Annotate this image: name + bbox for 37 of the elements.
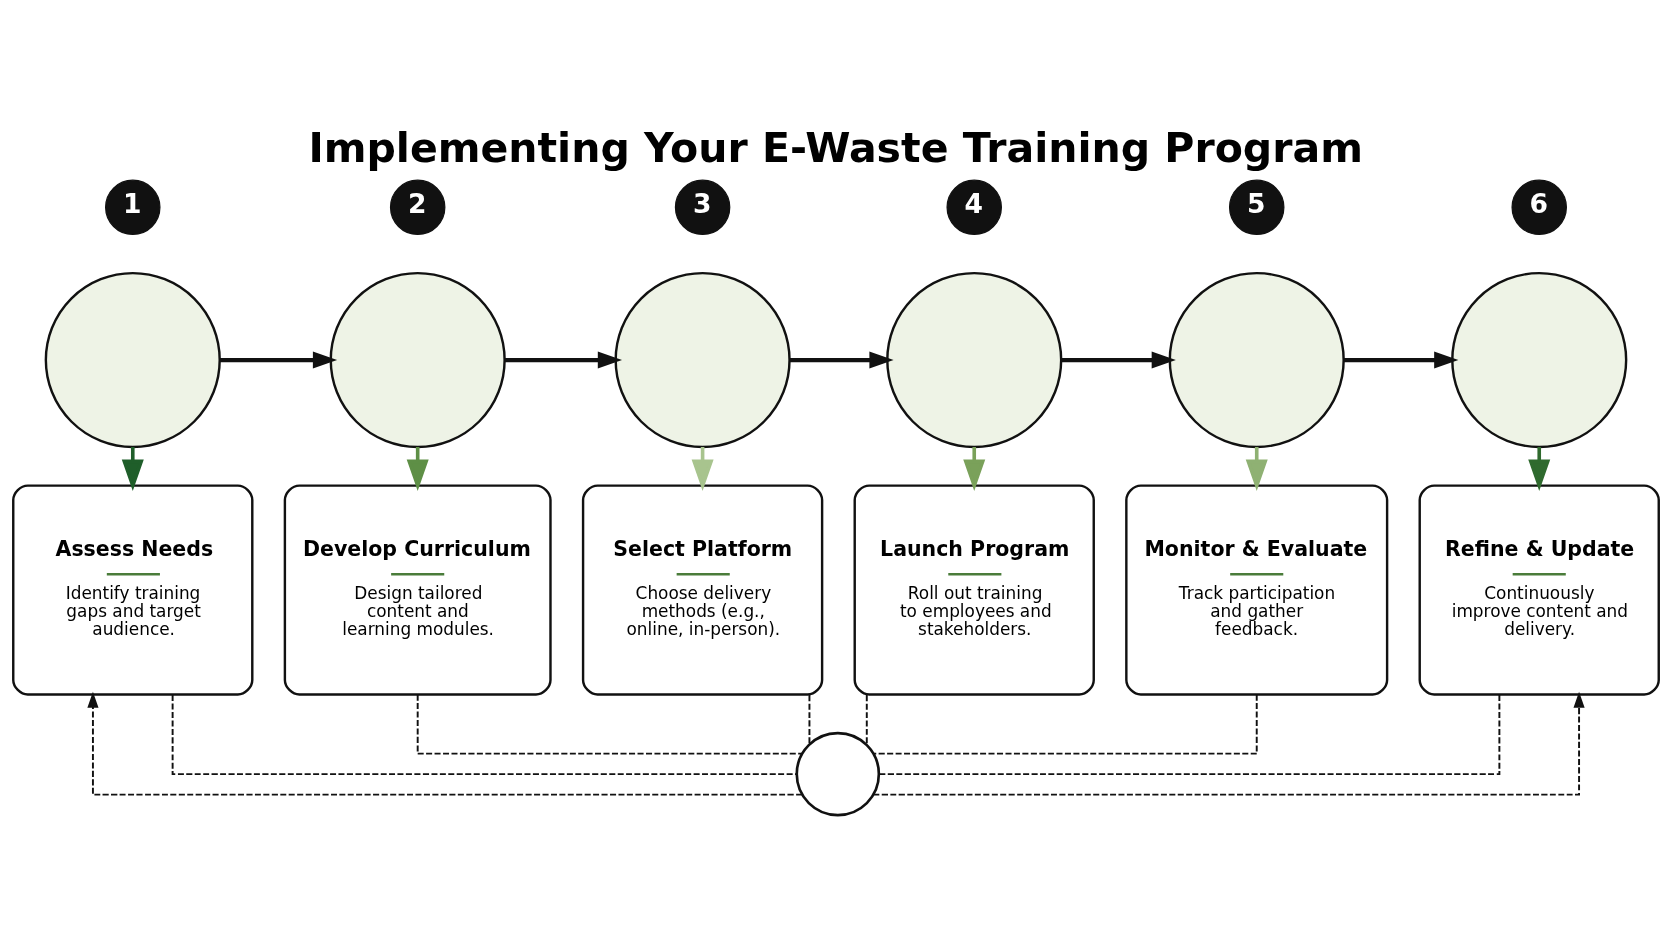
node-box: Refine & Update Continuously improve content and delivery. (1418, 484, 1660, 696)
node-circle: 1 (105, 179, 161, 236)
arrow (121, 447, 144, 491)
arrow (1528, 447, 1551, 491)
node-box: Launch Program Roll out training to employees and stakeholders. (853, 484, 1095, 696)
node-box: Assess Needs Identify training gaps and target audience. (12, 484, 254, 696)
arrow (87, 691, 803, 796)
connector (171, 694, 798, 776)
arrow (504, 351, 623, 369)
node-circle (795, 731, 881, 817)
node-circle: 2 (389, 179, 446, 236)
arrow (1245, 447, 1268, 491)
connector (865, 694, 868, 746)
arrow (789, 351, 894, 369)
node-box: Select Platform Choose delivery methods (e.g., online, in-person). (581, 484, 824, 696)
node-circle: 4 (946, 179, 1002, 236)
connector (808, 694, 811, 746)
arrow (1061, 351, 1176, 369)
node-circle: 5 (1228, 179, 1285, 236)
node-circle (614, 271, 791, 449)
connector (416, 693, 803, 755)
arrow (872, 691, 1585, 796)
arrow (219, 351, 338, 369)
node-circle (886, 271, 1063, 449)
node-box: Develop Curriculum Design tailored content and learning modules. (283, 484, 552, 696)
node-circle: 6 (1511, 179, 1567, 236)
node-circle (1451, 271, 1628, 449)
connector (872, 693, 1258, 755)
node-circle (329, 271, 506, 449)
node-circle: 3 (674, 179, 731, 236)
arrow (963, 447, 986, 491)
connector (878, 694, 1501, 776)
node-circle (44, 271, 221, 449)
node-box: Monitor & Evaluate Track participation and gather feedback. (1125, 484, 1389, 696)
arrow (1343, 351, 1459, 369)
diagram-title: Implementing Your E-Waste Training Program (308, 124, 1363, 173)
node-circle (1168, 271, 1345, 449)
